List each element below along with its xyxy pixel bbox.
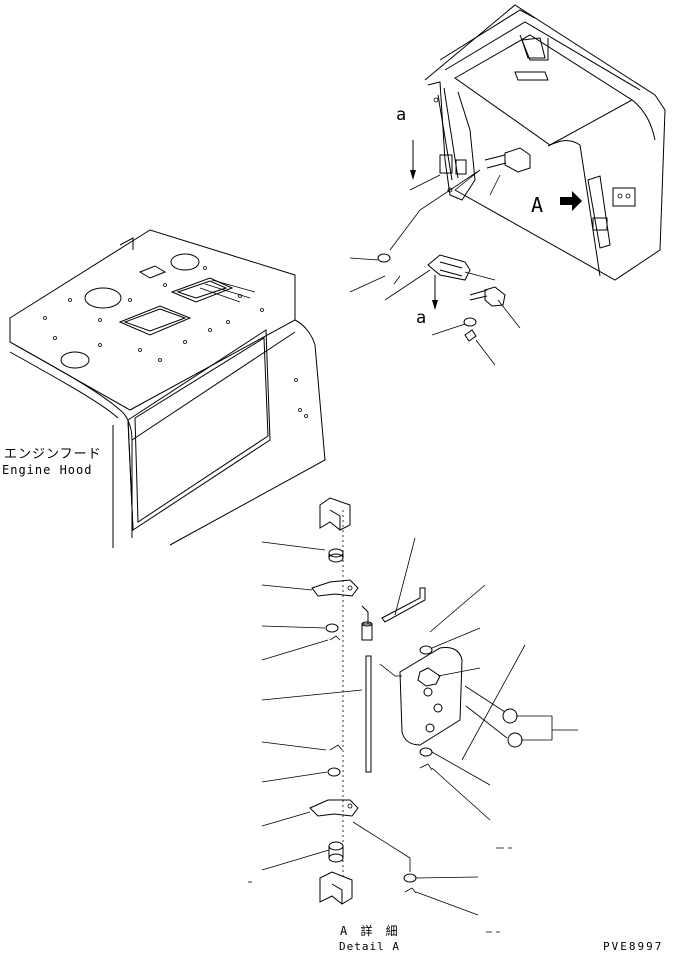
drawing-code: PVE8997 — [603, 940, 664, 953]
detail-a-drawing — [248, 497, 578, 933]
hood-rear-view-drawing — [349, 4, 666, 366]
engine-hood-label-jp: エンジンフード — [4, 447, 102, 462]
engine-hood-label-en: Engine Hood — [2, 463, 93, 477]
detail-a-label-en: Detail A — [339, 940, 400, 953]
view-a-label-2: a — [416, 308, 427, 328]
engine-hood-drawing — [9, 229, 326, 548]
detail-a-label-jp: A 詳 細 — [340, 924, 401, 938]
arrow-right-icon — [560, 191, 582, 211]
detail-ref-label: A — [531, 193, 544, 217]
view-a-label: a — [396, 105, 407, 125]
